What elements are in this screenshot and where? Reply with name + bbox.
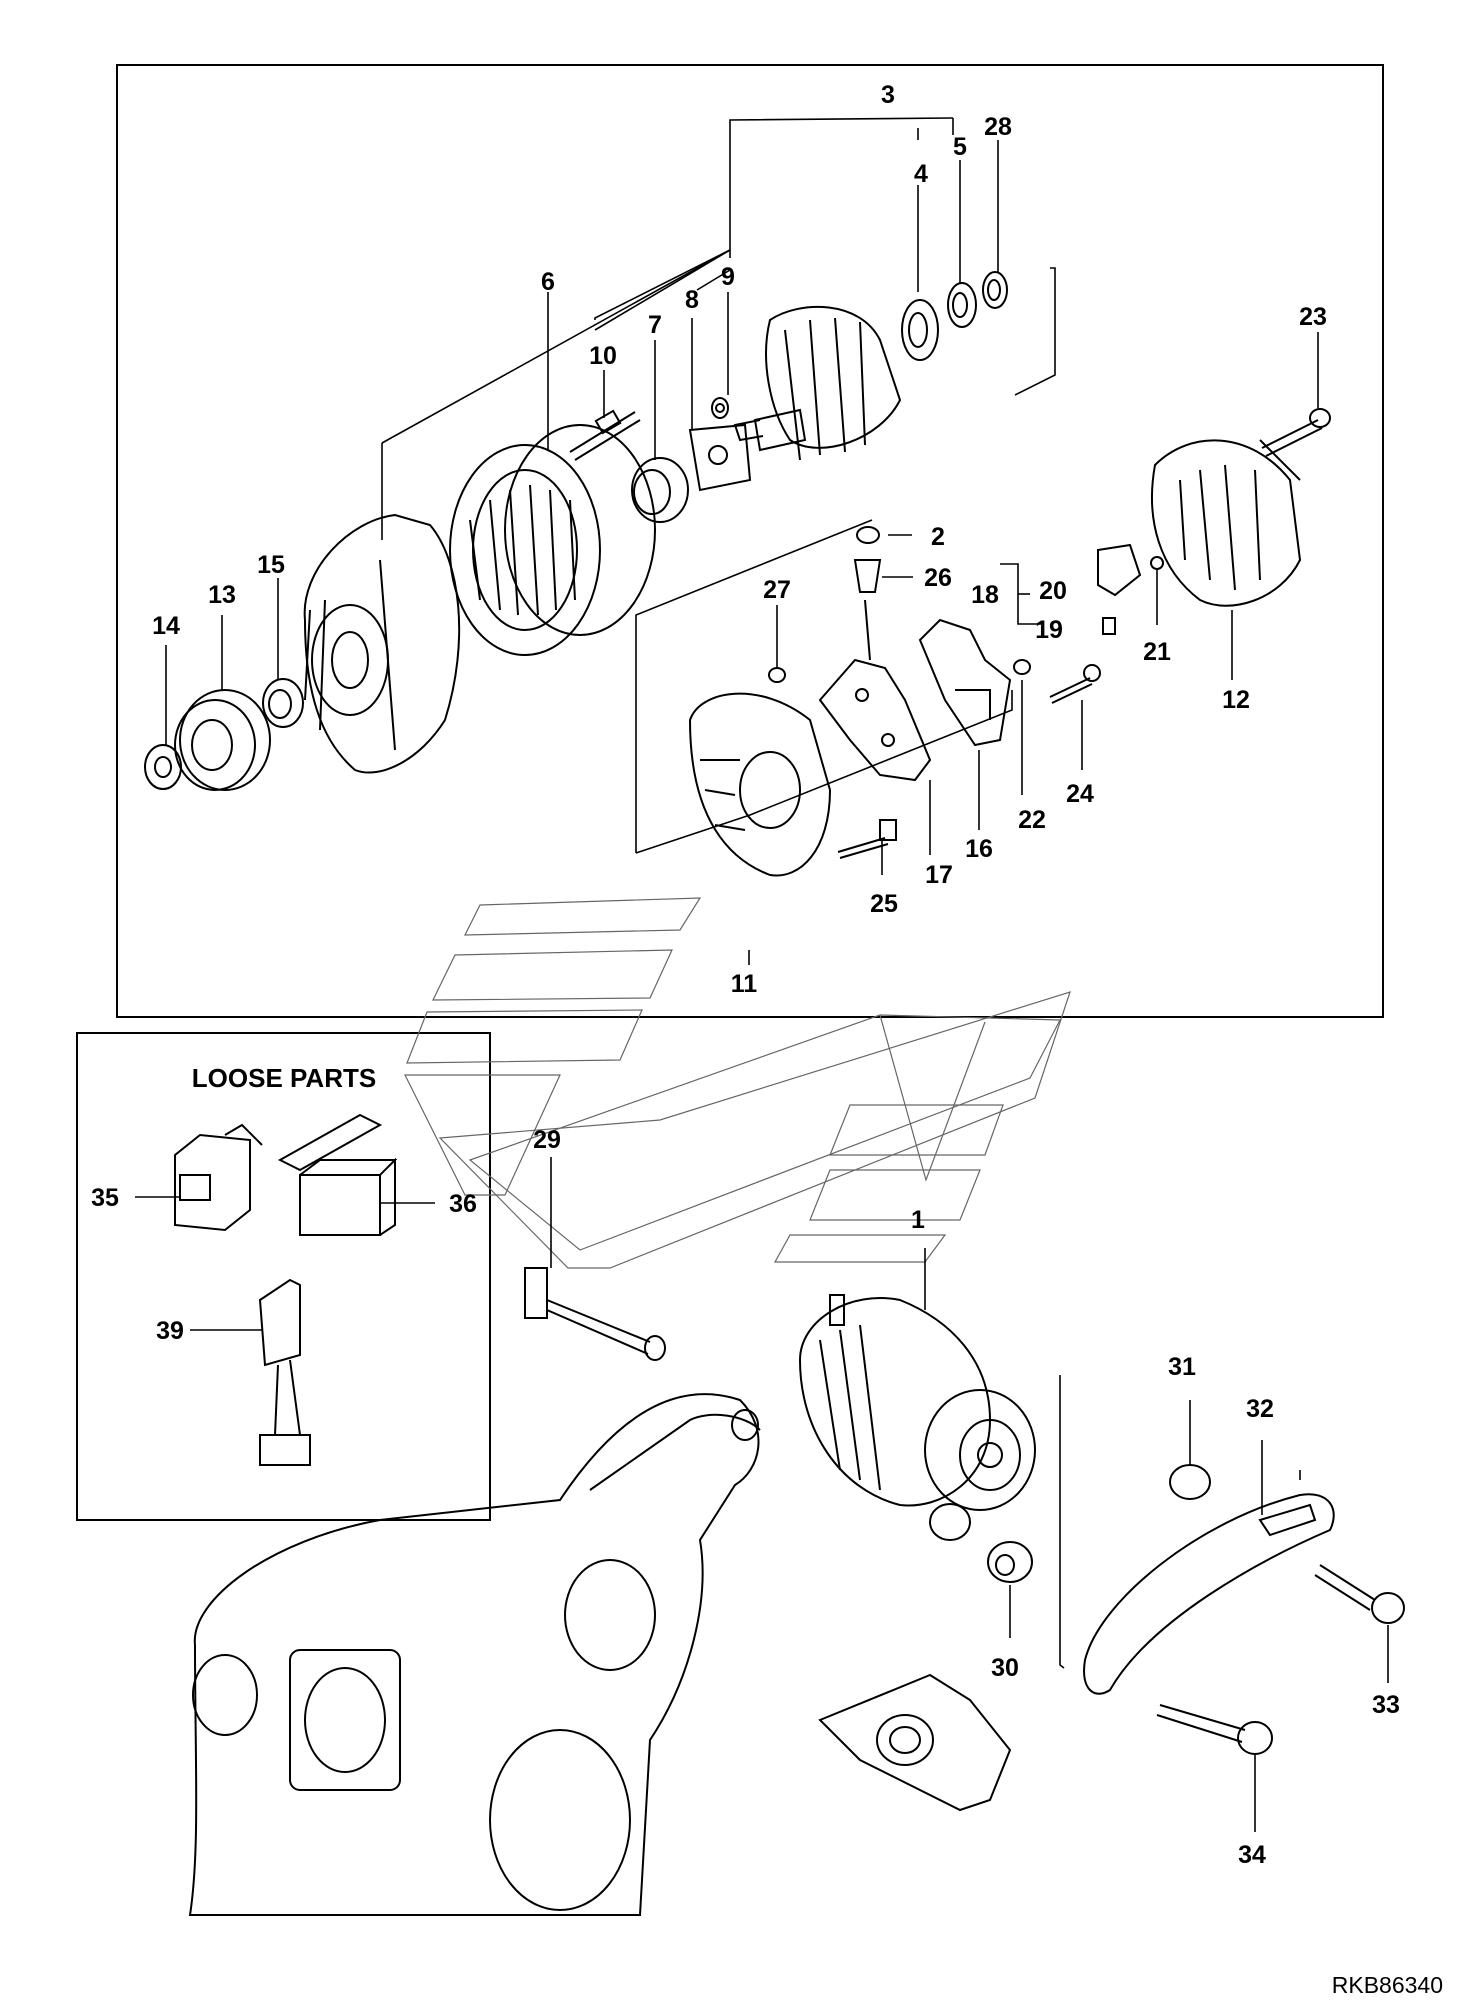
cover-bolt-part: [1261, 408, 1331, 457]
loose-parts-title: LOOSE PARTS: [192, 1063, 376, 1093]
callout-27: 27: [763, 576, 791, 604]
loose-parts-frame: [76, 1032, 491, 1521]
rectifier-part: [818, 599, 932, 782]
module-39-part: [258, 1278, 311, 1466]
callout-20: 20: [1039, 577, 1067, 605]
callout-7: 7: [648, 311, 662, 339]
callout-35: 35: [91, 1184, 119, 1212]
rear-cover-part: [1151, 439, 1302, 607]
callout-22: 22: [1018, 806, 1046, 834]
callout-2: 2: [931, 523, 945, 551]
adjust-bar-32-part: [1083, 1493, 1335, 1695]
relay-36-part: [277, 1113, 398, 1236]
callout-18: 18: [971, 581, 999, 609]
callout-24: 24: [1066, 780, 1094, 808]
callout-9: 9: [721, 263, 735, 291]
callout-19: 19: [1035, 616, 1063, 644]
engine-case-part: [188, 1393, 761, 1916]
callout-14: 14: [152, 612, 180, 640]
callout-36: 36: [449, 1190, 477, 1218]
callout-33: 33: [1372, 1691, 1400, 1719]
small-fasteners-part: [768, 526, 1101, 859]
callout-29: 29: [533, 1126, 561, 1154]
regulator-part: [918, 618, 1012, 747]
adjust-bolt-29-part: [524, 1267, 666, 1361]
pulley-nut-part: [144, 744, 182, 790]
callout-31: 31: [1168, 1353, 1196, 1381]
spacer-part: [262, 678, 304, 728]
main-assembly-frame: [116, 64, 1384, 1018]
spacer-31-part: [1169, 1464, 1211, 1500]
rotor-assembly-part: [733, 271, 1008, 461]
stud-bearing-plate-part: [569, 397, 752, 523]
arrow-watermark: [404, 897, 1071, 1269]
pulley-part: [174, 689, 271, 791]
callout-1: 1: [911, 1206, 925, 1234]
callout-3: 3: [881, 81, 895, 109]
tensioner-base-part: [818, 1673, 1012, 1812]
callout-21: 21: [1143, 638, 1171, 666]
callout-12: 12: [1222, 686, 1250, 714]
callout-25: 25: [870, 890, 898, 918]
callout-30: 30: [991, 1654, 1019, 1682]
callout-39: 39: [156, 1317, 184, 1345]
callout-8: 8: [685, 286, 699, 314]
callout-6: 6: [541, 268, 555, 296]
mount-nut-30-part: [987, 1541, 1033, 1583]
callout-23: 23: [1299, 303, 1327, 331]
bolt-33-part: [1314, 1564, 1405, 1624]
bolt-34-part: [1156, 1704, 1273, 1755]
rear-frame-part: [688, 692, 832, 877]
drive-end-frame-part: [303, 513, 461, 774]
callout-26: 26: [924, 564, 952, 592]
drawing-code: RKB86340: [1332, 1972, 1443, 1998]
relay-35-part: [174, 1123, 263, 1232]
callout-17: 17: [925, 861, 953, 889]
callout-34: 34: [1238, 1841, 1266, 1869]
callout-32: 32: [1246, 1395, 1274, 1423]
callout-labels: 1 2 3 4 5 6 7 8 9 10 11 12 13 14 15 16 1…: [91, 81, 1400, 1869]
stator-part: [449, 424, 656, 656]
callout-28: 28: [984, 113, 1012, 141]
callout-5: 5: [953, 133, 967, 161]
callout-16: 16: [965, 835, 993, 863]
callout-10: 10: [589, 342, 617, 370]
alternator-assembly-part: [798, 1294, 1036, 1541]
callout-11: 11: [731, 970, 758, 998]
group-leaders: [381, 117, 1065, 1669]
callout-13: 13: [208, 581, 236, 609]
callout-4: 4: [914, 160, 928, 188]
callout-leaders: [135, 140, 1389, 1832]
brush-holder-part: [1097, 543, 1164, 635]
callout-15: 15: [257, 551, 285, 579]
